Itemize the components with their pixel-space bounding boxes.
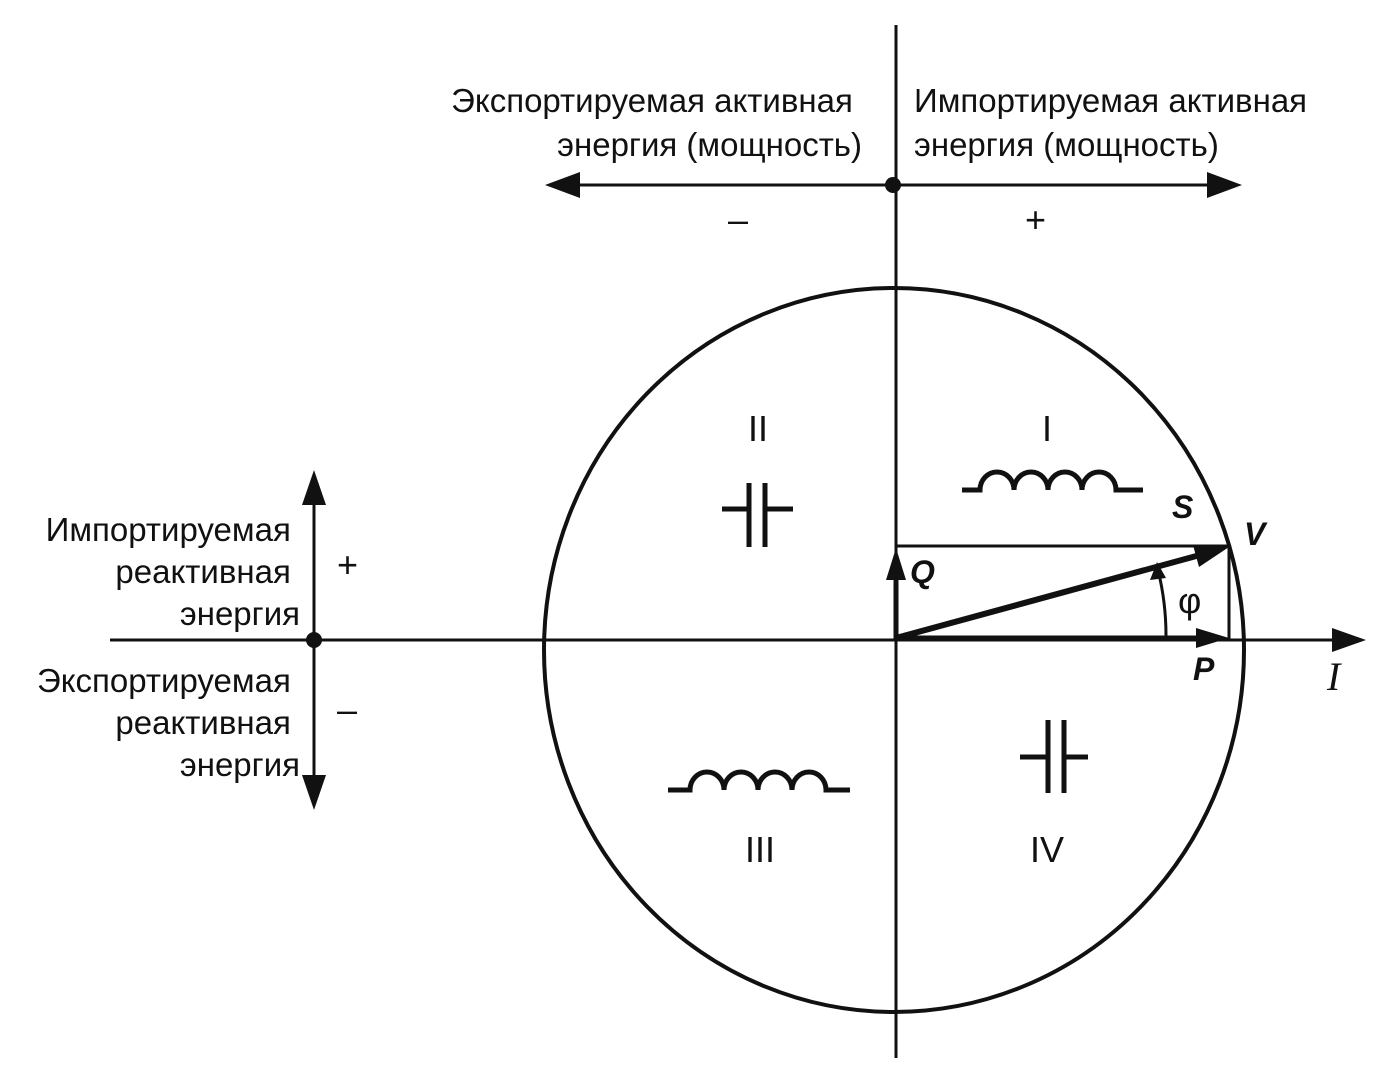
apparent-power-vector: [895, 552, 1201, 641]
phase-angle-arrowhead: [1150, 562, 1166, 580]
capacitor-icon: [1020, 720, 1088, 793]
quadrant-label-ii: II: [748, 408, 768, 449]
vector-label-s: S: [1172, 489, 1194, 525]
active-power-arrowhead: [1196, 628, 1229, 648]
reactive-energy-up-arrowhead: [302, 470, 326, 505]
active-negative-sign: –: [728, 199, 748, 240]
reactive-power-arrowhead: [886, 548, 906, 580]
axis-label-current: I: [1326, 654, 1342, 699]
quadrant-label-iv: IV: [1030, 829, 1064, 870]
quadrant-label-iii: III: [745, 829, 775, 870]
reactive-negative-sign: –: [337, 689, 357, 730]
import-active-label: Импортируемая активная энергия (мощность…: [914, 82, 1316, 163]
power-circle: [542, 286, 1246, 1014]
reactive-energy-origin-dot: [306, 632, 322, 648]
apparent-power-arrowhead: [1193, 545, 1229, 567]
active-energy-origin-dot: [885, 177, 901, 193]
inductor-icon: [668, 769, 850, 793]
import-reactive-label: Импортируемая реактивная энергия: [46, 511, 300, 632]
active-energy-right-arrowhead: [1207, 172, 1242, 198]
active-positive-sign: +: [1025, 199, 1046, 240]
vector-label-p: P: [1193, 651, 1215, 687]
horizontal-axis-arrowhead: [1332, 628, 1366, 652]
inductor-icon: [962, 469, 1143, 493]
export-reactive-label: Экспортируемая реактивная энергия: [37, 662, 300, 783]
phase-angle-label: φ: [1178, 580, 1201, 621]
phase-angle-arc: [1156, 569, 1168, 637]
capacitor-icon: [722, 483, 793, 547]
vector-label-q: Q: [910, 554, 935, 590]
export-active-label: Экспортируемая активная энергия (мощност…: [451, 82, 862, 163]
vector-label-v: V: [1244, 516, 1268, 552]
reactive-positive-sign: +: [337, 544, 358, 585]
reactive-energy-down-arrowhead: [302, 775, 326, 810]
quadrant-label-i: I: [1042, 408, 1052, 449]
active-energy-left-arrowhead: [545, 172, 580, 198]
